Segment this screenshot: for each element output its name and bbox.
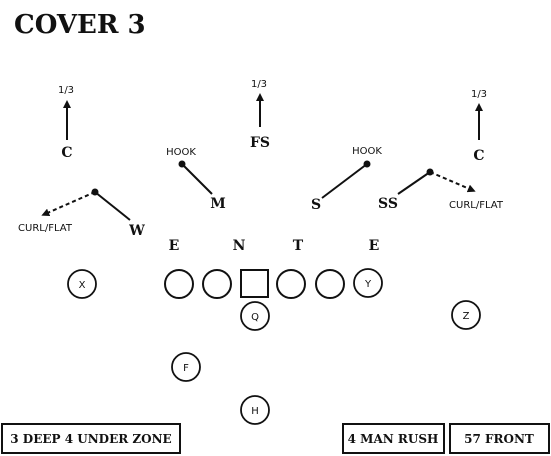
curl-flat-right-label: CURL/FLAT: [449, 200, 504, 211]
front-box-label: 57 FRONT: [464, 432, 534, 446]
free-safety: FS: [250, 135, 270, 151]
right-tackle: [315, 269, 345, 299]
right-guard: [276, 269, 306, 299]
fullback-label: F: [183, 363, 189, 374]
coverage-box: [1, 423, 181, 454]
diagram-title: COVER 3: [14, 10, 146, 40]
z-receiver-label: Z: [463, 311, 470, 322]
halfback: [240, 395, 270, 425]
will-drop-route: [94, 191, 131, 221]
y-tight-end-label: Y: [364, 279, 372, 290]
mike-linebacker: M: [210, 196, 226, 212]
quarterback-label: Q: [251, 312, 259, 323]
will-linebacker: W: [128, 223, 145, 239]
center-square: [240, 269, 269, 298]
deep-middle-label: 1/3: [251, 79, 267, 90]
fullback: [171, 352, 201, 382]
nose-tackle: N: [233, 238, 246, 254]
rush-box-label: 4 MAN RUSH: [348, 432, 439, 446]
halfback-label: H: [251, 406, 259, 417]
hook-left-label: HOOK: [166, 147, 196, 158]
rush-box: [342, 423, 445, 454]
deep-third-left-label: 1/3: [58, 85, 74, 96]
curl-flat-right-route: [429, 171, 476, 193]
corner-left: C: [61, 145, 72, 161]
deep-third-right-label: 1/3: [471, 89, 487, 100]
z-receiver: [451, 300, 481, 330]
defensive-end-left: E: [169, 238, 180, 254]
hook-right-route: [321, 163, 368, 199]
x-receiver: [67, 269, 97, 299]
curl-flat-left-label: CURL/FLAT: [18, 223, 73, 234]
strong-safety: SS: [378, 196, 398, 212]
defensive-end-right: E: [369, 238, 380, 254]
sam-linebacker: S: [311, 197, 321, 213]
coverage-box-label: 3 DEEP 4 UNDER ZONE: [10, 432, 171, 446]
strong-safety-drop-route: [397, 171, 431, 195]
left-guard: [202, 269, 232, 299]
hook-left-route: [181, 163, 213, 195]
quarterback: [240, 301, 270, 331]
y-tight-end: [353, 268, 383, 298]
left-tackle: [164, 269, 194, 299]
x-receiver-label: X: [79, 280, 86, 291]
corner-right: C: [473, 148, 484, 164]
hook-right-label: HOOK: [352, 146, 382, 157]
curl-flat-left-route: [41, 191, 96, 217]
front-box: [449, 423, 550, 454]
defensive-tackle: T: [293, 238, 304, 254]
